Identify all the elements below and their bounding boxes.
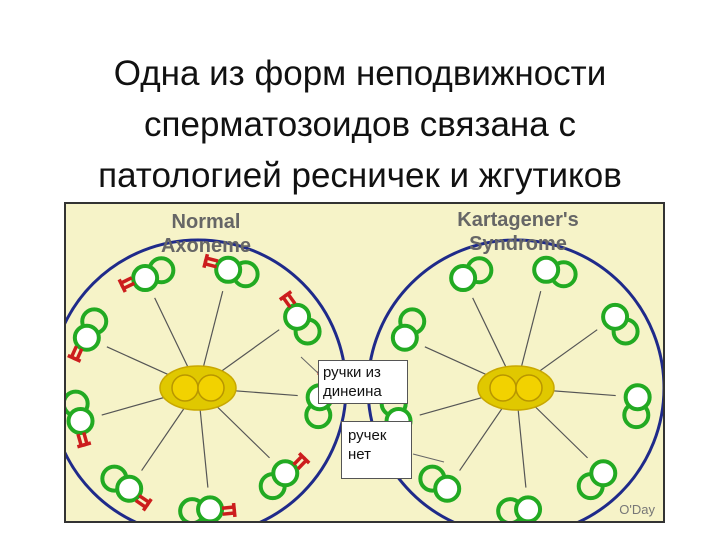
title-line-3: патологией ресничек и жгутиков [98, 156, 622, 195]
normal-dynein-arm [82, 432, 89, 445]
normal-dynein-arm-tip [141, 502, 150, 512]
normal-dynein-arm [76, 433, 83, 447]
normal-dynein-arm [205, 256, 219, 263]
normal-dynein-arm [281, 296, 292, 309]
normal-a-tubule [66, 406, 95, 435]
normal-a-tubule [283, 302, 312, 331]
kartagener-a-tubule [449, 264, 478, 293]
callout-dynein-line-1: ручки из [323, 364, 381, 381]
normal-dynein-arm [120, 276, 133, 285]
figure-credit: O'Day [619, 502, 655, 517]
normal-a-tubule [271, 459, 300, 488]
normal-dynein-arm-tip [76, 442, 86, 449]
kartagener-central-tubule-right [515, 374, 543, 402]
normal-dynein-arm [292, 454, 304, 466]
kartagener-central-tubule-left [489, 374, 517, 402]
normal-a-tubule [115, 474, 144, 503]
callout-pointer-dynein [300, 356, 320, 375]
kartagener-label: Kartagener's Syndrome [438, 208, 598, 256]
axoneme-diagrams [66, 238, 663, 521]
normal-dynein-arm [122, 281, 136, 291]
normal-dynein-arm [296, 459, 308, 471]
callout-dynein-arms: ручки из динеина [318, 360, 408, 404]
normal-dynein-arm [69, 345, 79, 358]
normal-a-tubule [131, 264, 160, 293]
normal-dynein-arm [75, 347, 84, 361]
normal-dynein-arm-tip [67, 353, 76, 361]
normal-axoneme-label: Normal Axoneme [136, 210, 276, 258]
normal-a-tubule [196, 495, 225, 521]
normal-dynein-arm-tip [302, 456, 311, 465]
callout-no-arms: ручек нет [341, 421, 412, 479]
normal-dynein-arm-tip [117, 278, 125, 288]
callout-dynein-line-2: динеина [323, 383, 382, 400]
normal-label-line-2: Axoneme [160, 235, 252, 257]
title-line-2: сперматозоидов связана с [144, 105, 576, 144]
normal-dynein-arm [138, 494, 151, 504]
callout-pointer-no-arms [412, 453, 445, 463]
normal-dynein-arm-tip [232, 508, 237, 518]
kartagener-a-tubule [623, 383, 652, 412]
kartagener-label-line-2: Syndrome [469, 233, 567, 255]
normal-central-tubule-right [197, 374, 225, 402]
normal-dynein-arm [134, 499, 147, 509]
normal-dynein-arm [222, 511, 235, 516]
normal-dynein-arm [204, 262, 217, 269]
normal-dynein-arm [286, 292, 297, 305]
callout-no-arms-line-1: ручек [348, 427, 387, 444]
normal-a-tubule [72, 323, 101, 352]
normal-dynein-arm [221, 505, 235, 510]
normal-label-line-1: Normal [171, 211, 241, 233]
title-line-1: Одна из форм неподвижности [113, 54, 607, 93]
kartagener-a-tubule [532, 255, 561, 284]
callout-no-arms-line-2: нет [348, 446, 371, 463]
kartagener-a-tubule [601, 302, 630, 331]
normal-central-tubule-left [171, 374, 199, 402]
kartagener-a-tubule [589, 459, 618, 488]
kartagener-label-line-1: Kartagener's [457, 209, 579, 231]
normal-dynein-arm-tip [203, 253, 210, 263]
kartagener-a-tubule [390, 323, 419, 352]
kartagener-a-tubule [433, 474, 462, 503]
normal-a-tubule [214, 255, 243, 284]
slide-title: Одна из форм неподвижности сперматозоидо… [0, 48, 720, 201]
kartagener-a-tubule [514, 495, 543, 521]
normal-dynein-arm-tip [283, 290, 293, 298]
